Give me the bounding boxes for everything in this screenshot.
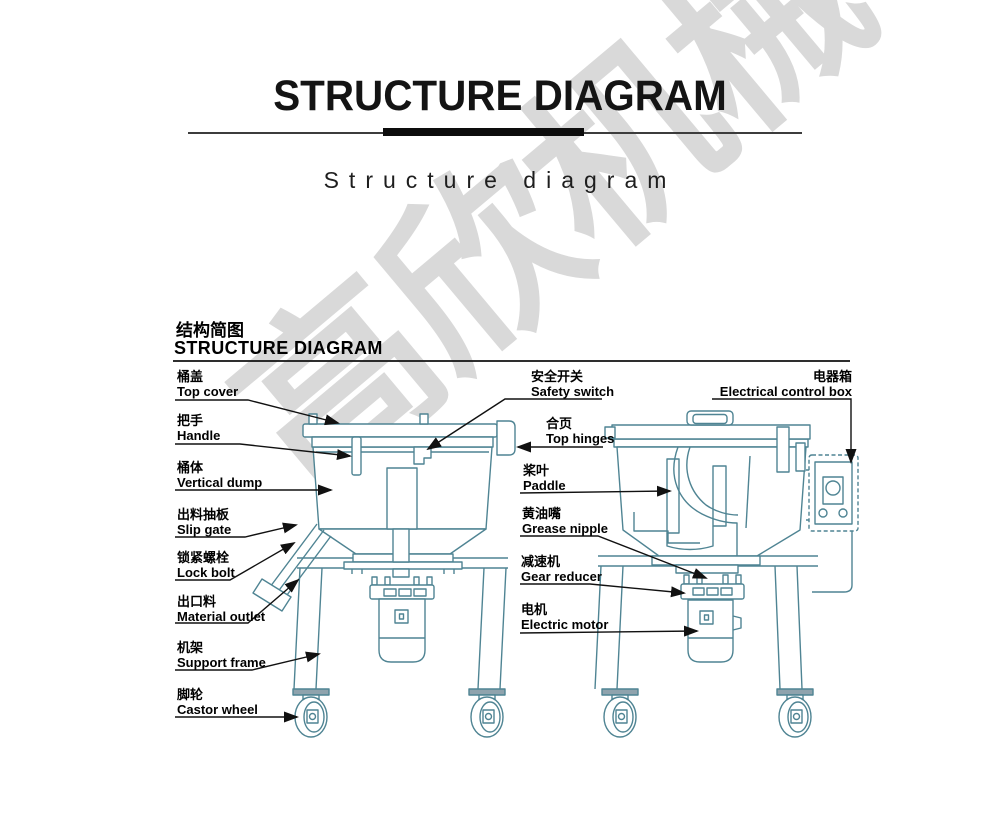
castor-wheel (776, 688, 814, 738)
leader-gear-reducer (520, 583, 686, 598)
label-en: Slip gate (177, 522, 232, 537)
electric-motor-right (687, 599, 734, 663)
label-top-hinges: 合页 Top hinges (546, 416, 614, 446)
electric-motor-left (378, 598, 426, 663)
castor-wheel (292, 688, 330, 738)
label-zh: 电机 (521, 602, 548, 617)
label-safety-switch: 安全开关 Safety switch (531, 369, 614, 399)
handle-strap (351, 436, 362, 476)
label-en: Top cover (177, 384, 239, 399)
page-subtitle: Structure diagram (323, 167, 677, 193)
label-zh: 电器箱 (812, 369, 852, 384)
label-zh: 黄油嘴 (522, 506, 562, 521)
label-en: Material outlet (177, 609, 266, 624)
leader-electric-motor (519, 625, 699, 637)
indicator-light (838, 508, 848, 518)
label-material-outlet: 出口料 Material outlet (177, 594, 265, 624)
castor-wheel (468, 688, 506, 738)
machine-cutaway-view (594, 410, 859, 738)
top-cover-lid (302, 423, 498, 438)
leader-support-frame (175, 651, 321, 671)
title-rule-thick (383, 128, 584, 136)
label-top-cover: 桶盖 Top cover (177, 369, 238, 399)
section-heading-en: STRUCTURE DIAGRAM (174, 338, 383, 358)
label-zh: 出口料 (177, 594, 217, 609)
leader-top-cover (175, 399, 340, 426)
leader-handle (175, 443, 352, 461)
label-grease-nipple: 黄油嘴 Grease nipple (522, 506, 608, 536)
label-en: Castor wheel (177, 702, 258, 717)
leader-paddle (519, 485, 672, 497)
paddle-blade (666, 458, 680, 534)
label-en: Gear reducer (521, 569, 602, 584)
label-zh: 桨叶 (523, 463, 550, 478)
mounting-plate (343, 561, 463, 570)
label-en: Electrical control box (719, 384, 852, 399)
label-en: Handle (177, 428, 221, 443)
leader-grease-nipple (520, 535, 708, 579)
label-vertical-dump: 桶体 Vertical dump (177, 460, 262, 490)
label-zh: 减速机 (521, 554, 561, 569)
label-castor-wheel: 脚轮 Castor wheel (177, 687, 258, 717)
label-slip-gate: 出料抽板 Slip gate (177, 507, 231, 537)
hinge-bar (795, 442, 806, 472)
label-zh: 出料抽板 (177, 507, 230, 522)
label-support-frame: 机架 Support frame (177, 640, 266, 670)
leader-material-outlet (175, 578, 300, 624)
label-en: Paddle (523, 478, 566, 493)
leader-lock-bolt (175, 541, 296, 581)
slip-gate-chute (269, 523, 332, 600)
label-zh: 把手 (177, 413, 204, 428)
label-paddle: 桨叶 Paddle (523, 463, 566, 493)
label-zh: 锁紧螺栓 (177, 550, 230, 565)
material-outlet-spout (252, 578, 292, 612)
indicator-light (818, 508, 828, 518)
label-zh: 脚轮 (177, 687, 204, 702)
label-en: Electric motor (521, 617, 609, 632)
label-handle: 把手 Handle (177, 413, 220, 443)
section-heading-zh: 结构简图 (176, 321, 244, 340)
hinge-bar (776, 426, 790, 473)
label-zh: 机架 (177, 640, 204, 655)
leader-electrical-control-box (712, 398, 857, 464)
label-zh: 桶体 (177, 460, 204, 475)
machine-front-view (252, 413, 516, 738)
castor-wheel (601, 688, 639, 738)
safety-switch-pin (419, 413, 429, 425)
leader-safety-switch (426, 398, 602, 451)
label-en: Support frame (177, 655, 266, 670)
lid-hinge (496, 420, 516, 456)
interior-ledge (633, 512, 700, 544)
label-en: Lock bolt (177, 565, 235, 580)
label-en: Top hinges (546, 431, 615, 446)
paddle-blade (712, 465, 727, 527)
electrical-control-box (806, 454, 859, 532)
label-zh: 桶盖 (177, 369, 204, 384)
label-en: Vertical dump (177, 475, 263, 490)
label-gear-reducer: 减速机 Gear reducer (521, 554, 602, 584)
center-column (386, 467, 418, 530)
label-en: Safety switch (531, 384, 615, 399)
label-en: Grease nipple (522, 521, 608, 536)
page-title: STRUCTURE DIAGRAM (273, 72, 727, 120)
label-zh: 安全开关 (531, 369, 584, 384)
label-zh: 合页 (546, 416, 573, 431)
label-electric-motor: 电机 Electric motor (521, 602, 608, 632)
cutaway-edge (673, 446, 739, 556)
label-electrical-control-box: 电器箱 Electrical control box (720, 369, 852, 399)
leader-lines (175, 398, 857, 723)
label-lock-bolt: 锁紧螺栓 Lock bolt (177, 550, 235, 580)
control-box-wire (812, 531, 853, 593)
leader-slip-gate (175, 522, 298, 538)
